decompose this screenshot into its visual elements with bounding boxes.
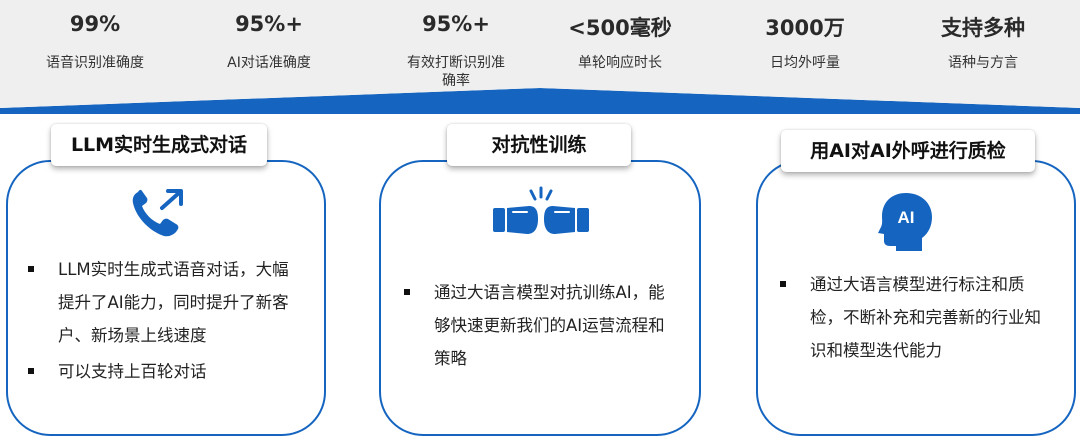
stat-label: AI对话准确度 bbox=[227, 55, 311, 71]
list-item: 可以支持上百轮对话 bbox=[28, 355, 296, 388]
bullet-text: 通过大语言模型进行标注和质检，不断补充和完善新的行业知识和模型迭代能力 bbox=[810, 275, 1041, 360]
stat-value: 95%+ bbox=[422, 12, 490, 36]
stat-label: 语音识别准确度 bbox=[46, 55, 144, 71]
stat-value: 3000万 bbox=[765, 16, 845, 40]
stat-value: 支持多种 bbox=[941, 16, 1025, 40]
card-title: LLM实时生成式对话 bbox=[51, 124, 267, 166]
list-item: 通过大语言模型进行标注和质检，不断补充和完善新的行业知识和模型迭代能力 bbox=[780, 268, 1054, 367]
card-title: 对抗性训练 bbox=[447, 124, 631, 166]
stat-value: 99% bbox=[69, 12, 121, 36]
phone-callback-icon bbox=[132, 189, 183, 237]
card-bullets: LLM实时生成式语音对话，大幅提升了AI能力，同时提升了新客户、新场景上线速度 … bbox=[28, 253, 296, 391]
bullet-text: LLM实时生成式语音对话，大幅提升了AI能力，同时提升了新客户、新场景上线速度 bbox=[58, 260, 289, 345]
bullet-marker bbox=[28, 368, 34, 374]
bullet-marker bbox=[780, 281, 786, 287]
card-title: 用AI对AI外呼进行质检 bbox=[781, 130, 1035, 172]
stat-label: 语种与方言 bbox=[948, 55, 1018, 71]
bullet-text: 可以支持上百轮对话 bbox=[58, 362, 207, 381]
stats-panel: 99% 语音识别准确度 95%+ AI对话准确度 95%+ 有效打断识别准确率 … bbox=[0, 0, 1080, 98]
bullet-marker bbox=[404, 289, 410, 295]
stat-value: 95%+ bbox=[235, 12, 303, 36]
card-bullets: 通过大语言模型对抗训练AI，能够快速更新我们的AI运营流程和策略 bbox=[404, 276, 678, 378]
ai-head-icon: AI bbox=[878, 193, 932, 251]
divider-band bbox=[0, 88, 1080, 114]
feature-card-ai-quality-check bbox=[756, 160, 1076, 436]
stat-value: <500毫秒 bbox=[568, 16, 672, 40]
stat-label: 日均外呼量 bbox=[770, 55, 840, 71]
boxing-gloves-icon bbox=[493, 186, 589, 234]
card-bullets: 通过大语言模型进行标注和质检，不断补充和完善新的行业知识和模型迭代能力 bbox=[780, 268, 1054, 370]
ai-icon-label: AI bbox=[898, 208, 915, 227]
list-item: LLM实时生成式语音对话，大幅提升了AI能力，同时提升了新客户、新场景上线速度 bbox=[28, 253, 296, 352]
bullet-text: 通过大语言模型对抗训练AI，能够快速更新我们的AI运营流程和策略 bbox=[434, 283, 665, 368]
list-item: 通过大语言模型对抗训练AI，能够快速更新我们的AI运营流程和策略 bbox=[404, 276, 678, 375]
bullet-marker bbox=[28, 266, 34, 272]
stat-label: 有效打断识别准确率 bbox=[407, 55, 505, 89]
stat-label: 单轮响应时长 bbox=[578, 55, 662, 71]
